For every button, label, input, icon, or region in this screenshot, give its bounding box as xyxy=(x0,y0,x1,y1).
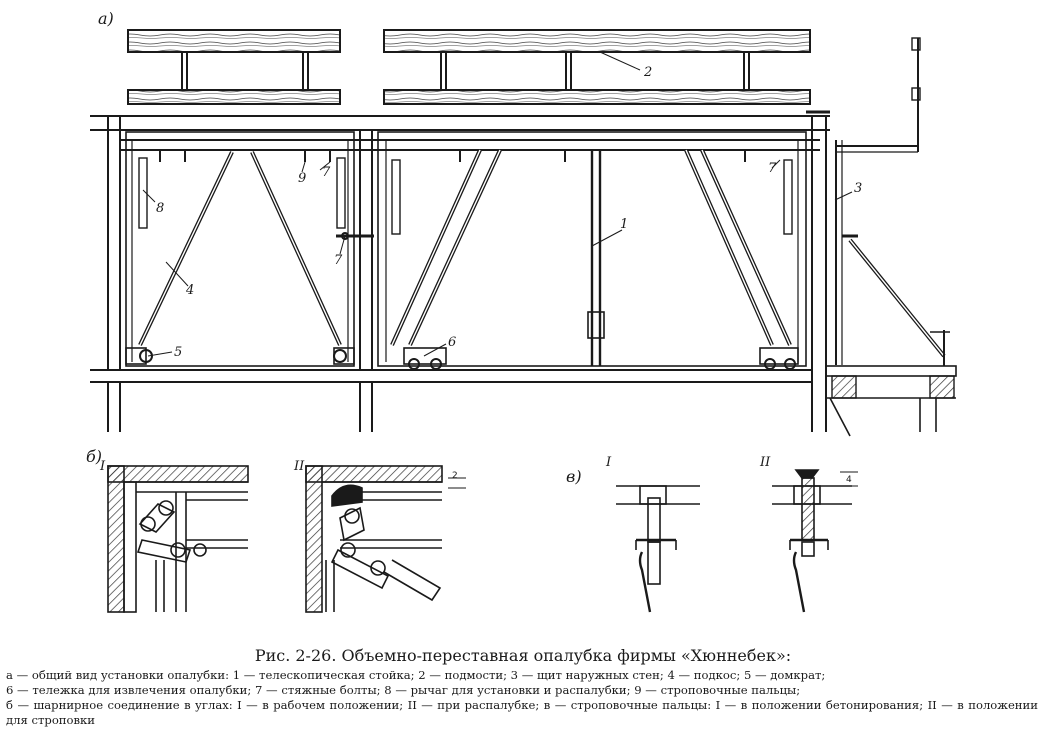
callout-7-left: 7 xyxy=(334,253,343,268)
detail-v-position-1 xyxy=(616,485,700,613)
caption-title: Рис. 2-26. Объемно-переставная опалубка … xyxy=(254,646,792,665)
callout-4: 4 xyxy=(185,283,194,298)
detail-v-pos1-label: I xyxy=(605,455,612,470)
right-formwork-module xyxy=(377,131,807,370)
panel-v-label: в) xyxy=(566,467,582,486)
callout-5: 5 xyxy=(174,345,182,360)
top-slab xyxy=(90,115,830,151)
detail-b-position-1 xyxy=(107,465,249,613)
formwork-drawing: 1 2 3 4 5 6 7 7 7 8 9 а) б) в) I xyxy=(86,9,957,613)
outer-wall-shield xyxy=(825,37,957,437)
figure-caption: Рис. 2-26. Объемно-переставная опалубка … xyxy=(0,646,1046,728)
scaffold-planks xyxy=(127,29,811,105)
lower-slab xyxy=(90,369,812,432)
callout-8: 8 xyxy=(156,201,164,216)
legend-line-2: 6 — тележка для извлечения опалубки; 7 —… xyxy=(6,683,801,697)
callout-9: 9 xyxy=(298,171,306,186)
callout-7-top: 7 xyxy=(322,165,331,180)
panel-a-label: а) xyxy=(98,9,114,28)
callout-leaders xyxy=(142,51,853,357)
callout-3: 3 xyxy=(854,181,862,196)
legend-line-1: а — общий вид установки опалубки: 1 — те… xyxy=(6,668,826,682)
panel-b-label: б) xyxy=(86,447,102,466)
callout-6: 6 xyxy=(448,335,456,350)
detail-v-dimension: 4 xyxy=(846,475,852,485)
callout-2: 2 xyxy=(643,65,652,80)
detail-b-position-2 xyxy=(305,465,466,613)
wall-columns xyxy=(107,110,830,432)
detail-v-pos2-label: II xyxy=(759,455,771,470)
detail-b-pos2-label: II xyxy=(293,459,305,474)
left-formwork-module xyxy=(125,131,374,367)
detail-b-dimension: 2 xyxy=(452,471,458,481)
detail-v-position-2 xyxy=(772,469,858,613)
detail-b-pos1-label: I xyxy=(99,459,106,474)
callout-7-right: 7 xyxy=(768,161,777,176)
callout-labels: 1 2 3 4 5 6 7 7 7 8 9 xyxy=(156,65,862,360)
legend-line-3: б — шарнирное соединение в углах: I — в … xyxy=(6,698,1038,727)
callout-1: 1 xyxy=(620,217,628,232)
caption-legend: а — общий вид установки опалубки: 1 — те… xyxy=(6,668,1038,728)
